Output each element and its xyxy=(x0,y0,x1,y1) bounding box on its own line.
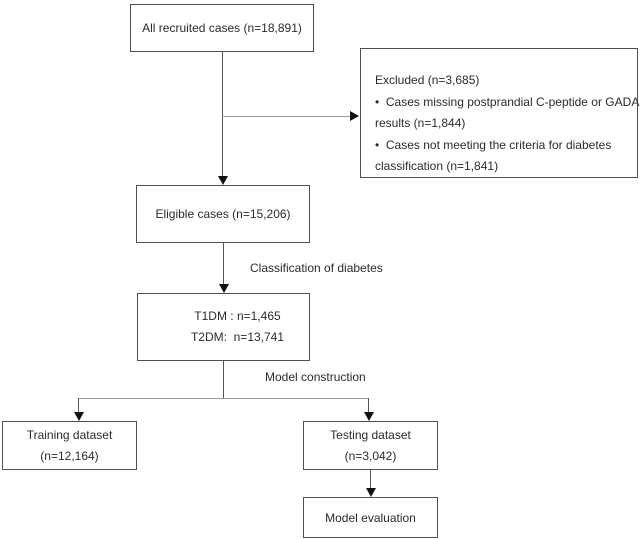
connector-recruited-to-eligible xyxy=(222,52,223,176)
eligible-cases-label: Eligible cases (n=15,206) xyxy=(155,207,291,221)
arrowhead-right-icon xyxy=(350,111,359,121)
flow-box-testing-dataset: Testing dataset (n=3,042) xyxy=(303,421,438,470)
excluded-title: Excluded (n=3,685) xyxy=(375,73,480,87)
arrowhead-down-icon xyxy=(218,176,228,185)
excluded-bullet-2: • Cases not meeting the criteria for dia… xyxy=(375,137,612,152)
flow-box-eligible-cases: Eligible cases (n=15,206) xyxy=(136,185,310,243)
model-evaluation-label: Model evaluation xyxy=(325,510,416,525)
arrowhead-down-icon xyxy=(219,284,229,293)
connector-split-horizontal xyxy=(78,398,368,399)
connector-split-to-testing xyxy=(368,398,369,412)
excluded-bullet-2-wrap: classification (n=1,841) xyxy=(375,159,499,173)
excluded-bullet-1-wrap: results (n=1,844) xyxy=(375,116,466,130)
training-dataset-count: (n=12,164) xyxy=(40,448,99,463)
excluded-text-block: Excluded (n=3,685) • Cases missing postp… xyxy=(375,70,640,178)
connector-testing-to-evaluation xyxy=(370,470,371,488)
diabetes-types-text-block: T1DM : n=1,465 T2DM: n=13,741 xyxy=(191,306,284,348)
flow-box-training-dataset: Training dataset (n=12,164) xyxy=(2,421,137,470)
arrowhead-down-icon xyxy=(366,488,376,497)
connector-to-excluded xyxy=(222,116,350,117)
flow-box-excluded: Excluded (n=3,685) • Cases missing postp… xyxy=(360,48,640,178)
testing-dataset-count: (n=3,042) xyxy=(344,448,397,463)
training-dataset-text-block: Training dataset (n=12,164) xyxy=(27,425,113,467)
edge-label-model-construction: Model construction xyxy=(265,370,366,384)
all-recruited-cases-label: All recruited cases (n=18,891) xyxy=(142,21,302,35)
arrowhead-down-icon xyxy=(364,412,374,421)
flow-box-all-recruited-cases: All recruited cases (n=18,891) xyxy=(130,4,314,52)
t2dm-count-label: T2DM: n=13,741 xyxy=(190,330,285,344)
excluded-bullet-1: • Cases missing postprandial C-peptide o… xyxy=(375,94,640,109)
connector-classified-to-split xyxy=(223,361,224,398)
edge-label-classification: Classification of diabetes xyxy=(250,261,383,275)
testing-dataset-label: Testing dataset xyxy=(330,427,411,442)
arrowhead-down-icon xyxy=(74,412,84,421)
training-dataset-label: Training dataset xyxy=(26,427,113,442)
flow-box-diabetes-types: T1DM : n=1,465 T2DM: n=13,741 xyxy=(137,293,310,361)
t1dm-count-label: T1DM : n=1,465 xyxy=(194,309,281,323)
testing-dataset-text-block: Testing dataset (n=3,042) xyxy=(330,425,411,467)
connector-split-to-training xyxy=(78,398,79,412)
flow-box-model-evaluation: Model evaluation xyxy=(303,497,438,538)
connector-eligible-to-classified xyxy=(223,243,224,284)
